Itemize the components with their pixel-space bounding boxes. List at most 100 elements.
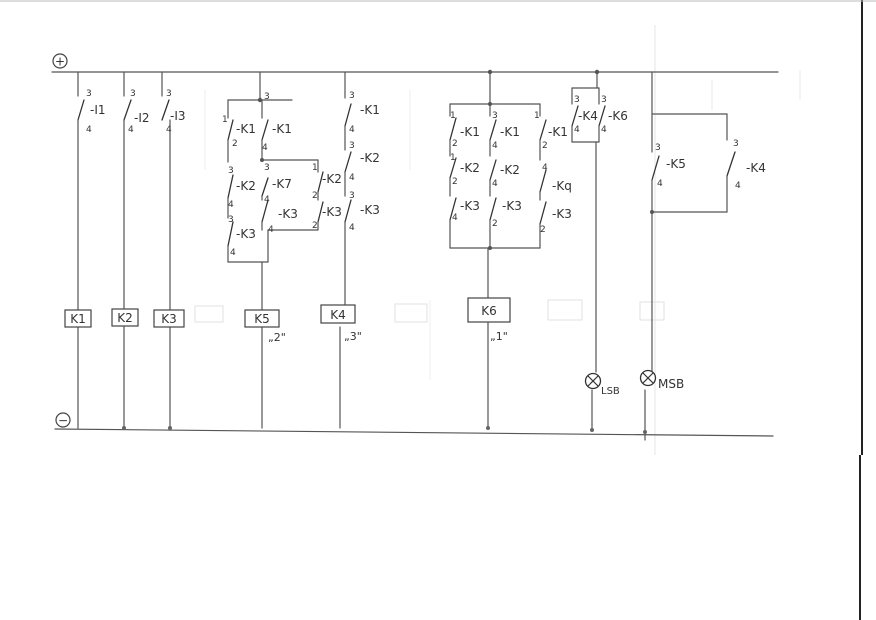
i3-label: -I3 [170,109,186,123]
lamp-msb: MSB [639,369,684,391]
branch-i3: 3 4 -I3 [161,71,186,430]
k5-r2-bot: 4 [264,195,270,205]
k5-r1-label: -K1 [272,122,292,136]
k6-b1-bot: 4 [492,141,498,151]
minus-symbol: − [58,414,68,428]
lsb-k4-bot: 4 [574,125,580,135]
lamp-msb-label: MSB [658,377,684,391]
k6-b2-bot: 4 [492,179,498,189]
k5-r2-label: -K7 [272,177,292,191]
k5-r3-bot: 4 [268,225,274,235]
k5-m2-label: -K3 [322,205,342,219]
i3-top-pin: 3 [166,89,172,99]
k4-c3-label: -K3 [360,203,380,217]
coil-k5-note: „2" [268,331,286,344]
k5-l2-bot: 4 [228,200,234,210]
k4-c2-top: 3 [349,141,355,151]
positive-rail: + [51,53,779,73]
msb-k5-bot: 4 [657,179,663,189]
branch-i1: 3 4 -I1 [77,71,106,429]
coil-k5-label: K5 [254,312,270,326]
k6-a1-top: 1 [450,111,456,121]
msb-k4-top: 3 [733,139,739,149]
branch-lsb: 3 -K4 4 3 -K6 4 [571,69,628,432]
k5-l1-bot: 2 [232,139,238,149]
negative-rail: − [54,412,774,437]
k4-c2-label: -K2 [360,151,380,165]
lamp-lsb-label: LSB [601,386,620,397]
k5-r1-bot: 4 [262,143,268,153]
coil-k6: K6 „1" [467,297,511,343]
i1-label: -I1 [90,103,106,117]
k6-a3-bot: 4 [452,213,458,223]
coil-k1: K1 [64,309,92,328]
coil-k5: K5 „2" [244,309,286,344]
branch-k4: 3 -K1 4 3 -K2 4 3 -K3 4 [339,71,380,429]
lsb-k4-top: 3 [574,95,580,105]
k5-l3-label: -K3 [236,227,256,241]
k5-l3-top: 3 [228,215,234,225]
k4-c1-bot: 4 [349,125,355,135]
k5-m1-bot: 2 [312,191,318,201]
k6-c1-label: -K1 [548,125,568,139]
lsb-k6-top: 3 [601,95,607,105]
k6-c1-bot: 2 [542,141,548,151]
k4-c1-top: 3 [349,91,355,101]
coil-k4-note: „3" [344,330,362,343]
k5-r1-top: 3 [264,92,270,102]
k4-c2-bot: 4 [349,173,355,183]
coil-k1-label: K1 [70,312,86,326]
k6-a1-label: -K1 [460,125,480,139]
msb-k5-top: 3 [655,143,661,153]
k5-m1-label: -K2 [322,172,342,186]
k5-r3-label: -K3 [278,207,298,221]
coil-k6-label: K6 [481,304,497,318]
coil-k2-label: K2 [117,311,133,325]
k6-b2-label: -K2 [500,163,520,177]
k6-b3-bot: 2 [492,219,498,229]
k5-m2-bot: 2 [312,221,318,231]
lsb-k6-bot: 4 [601,125,607,135]
k6-a3-label: -K3 [460,199,480,213]
k5-l1-top: 1 [222,115,228,125]
k5-r2-top: 3 [264,163,270,173]
i2-top-pin: 3 [130,89,136,99]
branch-k6: 1 -K1 2 1 -K2 2 -K3 4 3 -K1 4 -K2 4 -K3 … [449,69,572,430]
coil-k6-note: „1" [490,330,508,343]
ghost-marks [194,70,801,380]
coil-k3-label: K3 [161,312,177,326]
i1-top-pin: 3 [86,89,92,99]
k5-l2-label: -K2 [236,179,256,193]
k4-c3-bot: 4 [349,223,355,233]
k4-c3-top: 3 [349,191,355,201]
i2-label: -I2 [134,111,150,125]
k6-b1-label: -K1 [500,125,520,139]
i1-bottom-pin: 4 [86,125,92,135]
k6-c3-label: -K3 [552,207,572,221]
k6-a2-top: 1 [450,153,456,163]
k6-b1-top: 3 [492,111,498,121]
coil-k2: K2 [111,308,139,327]
k5-l3-bot: 4 [230,248,236,258]
k6-c1-top: 1 [534,111,540,121]
k5-l2-top: 3 [228,166,234,176]
k6-b3-label: -K3 [502,199,522,213]
k5-m1-top: 1 [312,163,318,173]
branch-msb: 3 -K5 4 3 -K4 4 [643,71,766,441]
k6-a2-bot: 2 [452,177,458,187]
msb-k4-label: -K4 [746,161,766,175]
i3-bottom-pin: 4 [166,125,172,135]
k6-c2-label: -Kq [552,179,572,193]
i2-bottom-pin: 4 [128,125,134,135]
coil-k4-label: K4 [330,308,346,322]
branch-i2: 3 4 -I2 [122,71,150,430]
coil-k3: K3 [153,309,185,328]
lsb-k6-label: -K6 [608,109,628,123]
k6-a1-bot: 2 [452,139,458,149]
branch-k5: 1 -K1 2 3 -K2 4 3 -K3 4 3 -K1 4 3 -K7 4 … [222,71,342,429]
k6-c2-top: 4 [542,163,548,173]
k5-l1-label: -K1 [236,122,256,136]
msb-k5-label: -K5 [666,157,686,171]
